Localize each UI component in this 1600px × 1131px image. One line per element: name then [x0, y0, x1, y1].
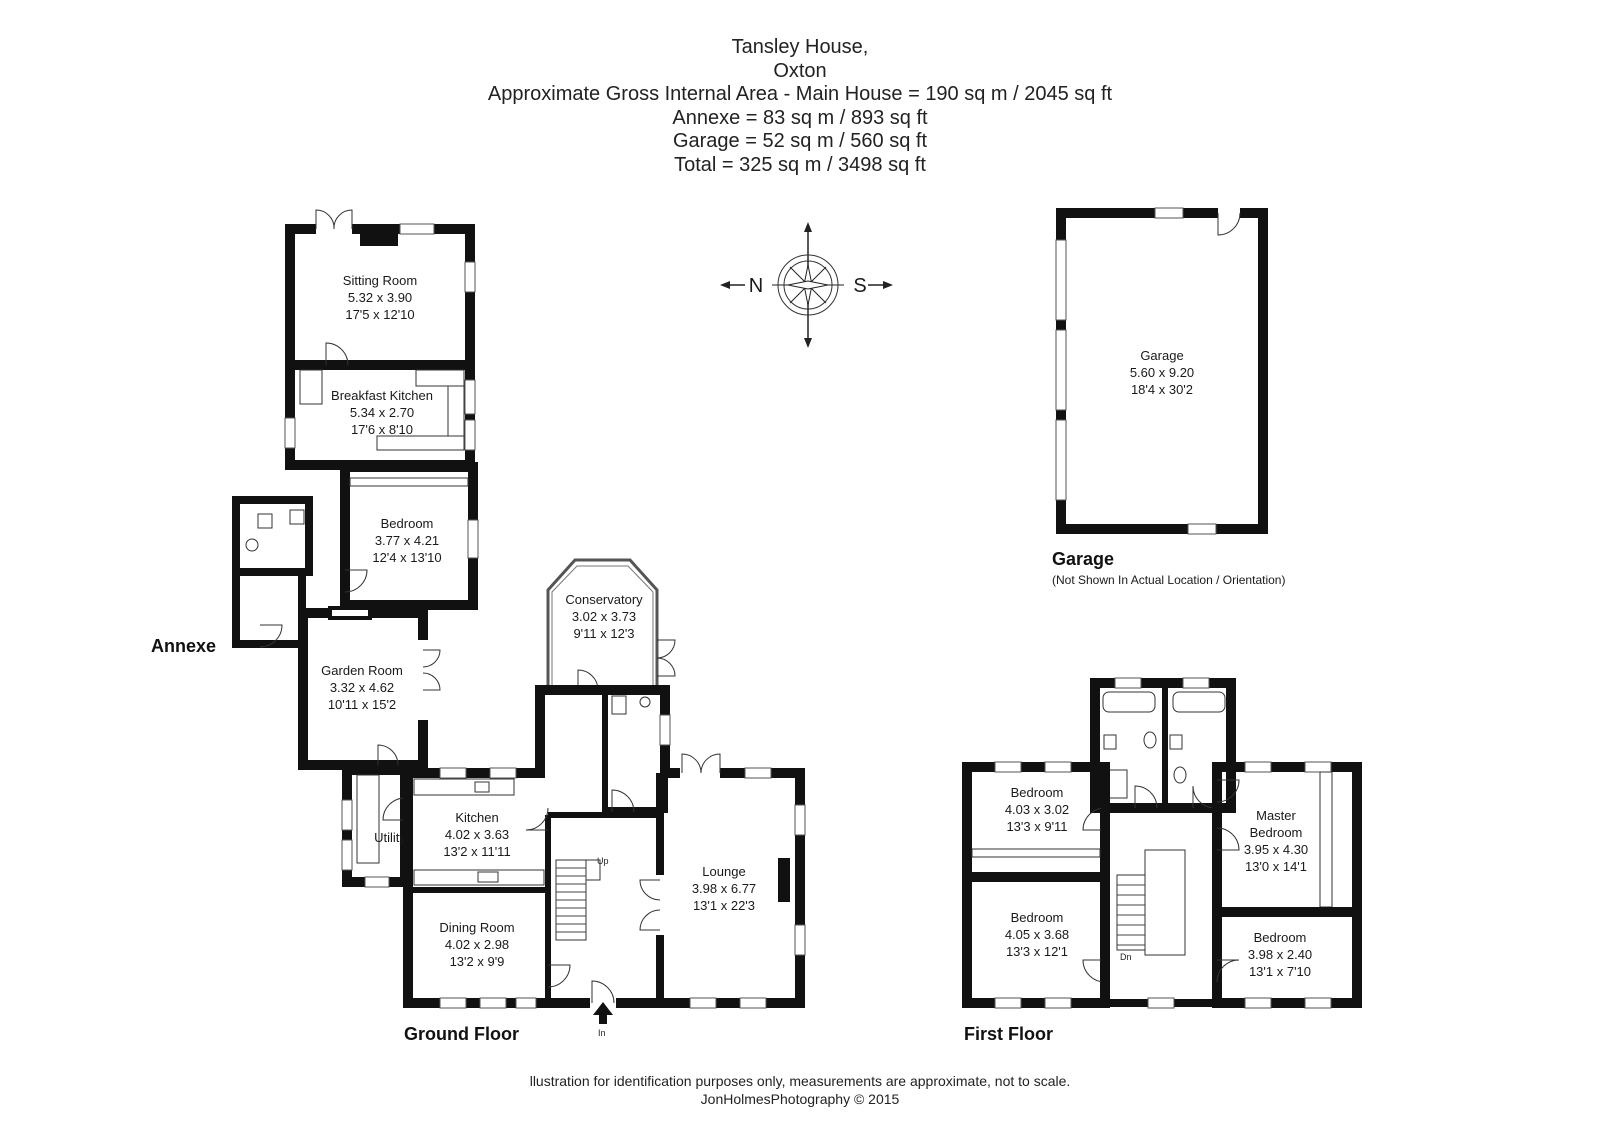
breakfast-kitchen-metric: 5.34 x 2.70	[350, 405, 414, 420]
master-bedroom-metric: 3.95 x 4.30	[1244, 842, 1308, 857]
header-line: Tansley House,	[731, 36, 869, 58]
annexe-plan	[232, 209, 479, 888]
entrance-in-label: In	[598, 1028, 606, 1038]
annexe-bedroom-name: Bedroom	[381, 516, 434, 531]
compass-north-label: N	[749, 275, 763, 297]
header: Tansley House, Oxton Approximate Gross I…	[0, 36, 1600, 177]
stairs-down-label: Dn	[1120, 952, 1132, 962]
stairs-up-label: Up	[597, 856, 609, 866]
first-floor-title: First Floor	[964, 1024, 1053, 1044]
garage-imperial: 18'4 x 30'2	[1131, 382, 1193, 397]
ff-bedroom-1-imperial: 13'3 x 9'11	[1006, 819, 1067, 834]
dining-room-imperial: 13'2 x 9'9	[450, 954, 505, 969]
kitchen-imperial: 13'2 x 11'11	[443, 844, 510, 859]
header-line: Annexe = 83 sq m / 893 sq ft	[672, 106, 928, 129]
conservatory-metric: 3.02 x 3.73	[572, 609, 636, 624]
master-bedroom-imperial: 13'0 x 14'1	[1245, 859, 1307, 874]
garden-room-name: Garden Room	[321, 663, 403, 678]
header-line: Total = 325 sq m / 3498 sq ft	[674, 153, 926, 176]
ff-bedroom-3-name: Bedroom	[1254, 930, 1307, 945]
garage-title: Garage	[1052, 549, 1114, 569]
first-floor-plan	[962, 677, 1362, 1009]
garage-plan	[1055, 207, 1268, 535]
ff-bedroom-1-name: Bedroom	[1011, 785, 1064, 800]
header-line: Oxton	[773, 59, 827, 82]
garden-room-metric: 3.32 x 4.62	[330, 680, 394, 695]
annexe-title: Annexe	[151, 636, 216, 656]
ff-bedroom-3-metric: 3.98 x 2.40	[1248, 947, 1312, 962]
garage-metric: 5.60 x 9.20	[1130, 365, 1194, 380]
sitting-room-imperial: 17'5 x 12'10	[345, 307, 414, 322]
ff-bedroom-3-imperial: 13'1 x 7'10	[1249, 964, 1311, 979]
ff-bedroom-2-name: Bedroom	[1011, 910, 1064, 925]
compass-south-label: S	[853, 275, 866, 297]
breakfast-kitchen-imperial: 17'6 x 8'10	[351, 422, 413, 437]
ff-bedroom-2-metric: 4.05 x 3.68	[1005, 927, 1069, 942]
ff-bedroom-2-imperial: 13'3 x 12'1	[1006, 944, 1068, 959]
dining-room-name: Dining Room	[439, 920, 514, 935]
kitchen-metric: 4.02 x 3.63	[445, 827, 509, 842]
lounge-imperial: 13'1 x 22'3	[693, 898, 755, 913]
master-bedroom-name-2: Bedroom	[1250, 825, 1303, 840]
sitting-room-name: Sitting Room	[343, 273, 417, 288]
garage-note: (Not Shown In Actual Location / Orientat…	[1052, 573, 1285, 587]
disclaimer-text: llustration for identification purposes …	[529, 1073, 1071, 1089]
ground-floor-plan	[403, 558, 806, 1024]
kitchen-name: Kitchen	[455, 810, 498, 825]
utility-name: Utility	[374, 830, 406, 845]
header-line: Approximate Gross Internal Area - Main H…	[487, 83, 1113, 105]
master-bedroom-name-1: Master	[1256, 808, 1296, 823]
ff-bedroom-1-metric: 4.03 x 3.02	[1005, 802, 1069, 817]
annexe-bedroom-metric: 3.77 x 4.21	[375, 533, 439, 548]
dining-room-metric: 4.02 x 2.98	[445, 937, 509, 952]
annexe-bedroom-imperial: 12'4 x 13'10	[372, 550, 441, 565]
ground-floor-title: Ground Floor	[404, 1024, 519, 1044]
garage-name: Garage	[1140, 348, 1183, 363]
conservatory-imperial: 9'11 x 12'3	[573, 626, 634, 641]
header-line: Garage = 52 sq m / 560 sq ft	[672, 130, 928, 152]
copyright-text: JonHolmesPhotography © 2015	[700, 1091, 900, 1107]
breakfast-kitchen-name: Breakfast Kitchen	[331, 388, 433, 403]
conservatory-name-label: Conservatory	[565, 592, 643, 607]
compass-icon	[720, 222, 893, 348]
sitting-room-metric: 5.32 x 3.90	[348, 290, 412, 305]
lounge-name: Lounge	[702, 864, 745, 879]
garden-room-imperial: 10'11 x 15'2	[328, 697, 396, 712]
lounge-metric: 3.98 x 6.77	[692, 881, 756, 896]
footer: llustration for identification purposes …	[0, 1072, 1600, 1108]
